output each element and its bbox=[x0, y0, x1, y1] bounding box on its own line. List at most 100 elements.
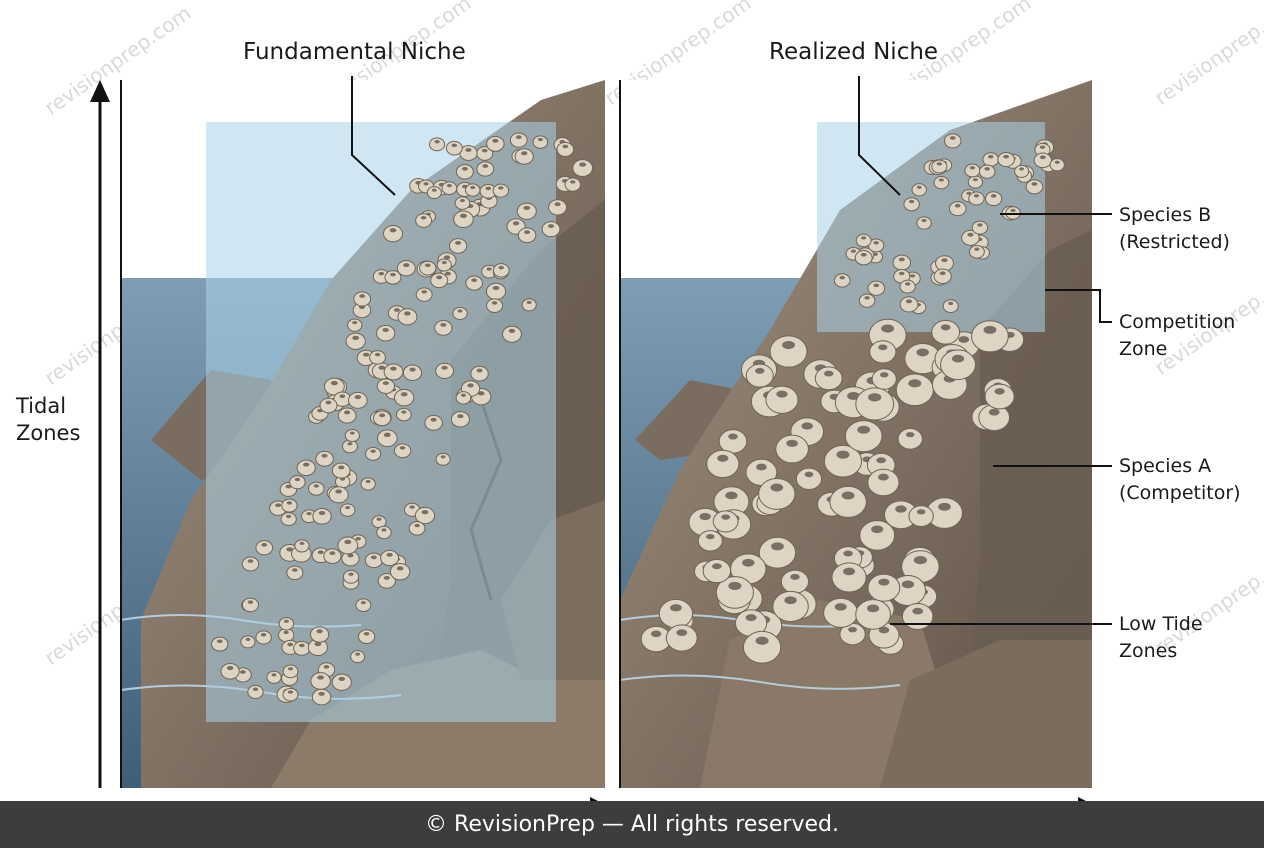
barnacle bbox=[345, 332, 366, 350]
barnacle bbox=[532, 135, 549, 149]
barnacle bbox=[282, 687, 299, 702]
barnacle bbox=[397, 308, 418, 326]
barnacle bbox=[383, 225, 404, 243]
barnacle bbox=[448, 238, 468, 254]
barnacle bbox=[301, 509, 318, 524]
barnacle bbox=[516, 202, 537, 220]
barnacle bbox=[357, 629, 376, 645]
barnacle bbox=[665, 624, 698, 652]
barnacle bbox=[266, 670, 282, 684]
barnacle bbox=[280, 512, 297, 527]
barnacle bbox=[435, 452, 451, 466]
barnacle bbox=[281, 498, 298, 513]
barnacle bbox=[765, 385, 799, 414]
barnacle bbox=[339, 503, 356, 517]
barnacle bbox=[282, 664, 299, 679]
barnacle bbox=[758, 536, 797, 569]
barnacle bbox=[893, 268, 911, 284]
barnacle bbox=[899, 296, 919, 313]
barnacle bbox=[829, 485, 867, 518]
barnacle bbox=[450, 411, 470, 428]
barnacle bbox=[323, 377, 345, 396]
barnacle bbox=[485, 282, 507, 301]
barnacle bbox=[492, 263, 510, 278]
barnacle bbox=[823, 597, 859, 628]
barnacle bbox=[415, 213, 433, 228]
barnacle bbox=[869, 340, 897, 364]
barnacle bbox=[904, 342, 941, 375]
barnacle bbox=[795, 467, 823, 491]
barnacle bbox=[344, 429, 360, 443]
label-line: Species A bbox=[1119, 455, 1212, 477]
barnacle bbox=[389, 563, 411, 581]
barnacle bbox=[436, 258, 452, 272]
fundamental-niche-illustration bbox=[121, 80, 605, 788]
barnacle bbox=[286, 565, 304, 581]
barnacle bbox=[854, 250, 873, 266]
barnacle bbox=[971, 220, 989, 235]
barnacle bbox=[541, 221, 561, 238]
barnacle bbox=[859, 520, 896, 551]
barnacle bbox=[855, 387, 895, 421]
barnacle bbox=[867, 468, 900, 497]
barnacle bbox=[408, 521, 426, 536]
barnacle bbox=[476, 161, 495, 177]
barnacle bbox=[908, 505, 934, 527]
barnacle bbox=[931, 159, 948, 174]
barnacle bbox=[369, 350, 386, 365]
barnacle bbox=[323, 548, 342, 564]
barnacle bbox=[211, 636, 229, 652]
barnacle bbox=[823, 444, 863, 478]
realized-niche-panel bbox=[620, 80, 1092, 788]
barnacle bbox=[414, 506, 436, 525]
barnacle bbox=[384, 270, 402, 285]
barnacle bbox=[312, 507, 332, 525]
fundamental-niche-panel bbox=[121, 80, 605, 788]
barnacle bbox=[517, 227, 537, 244]
barnacle bbox=[901, 550, 940, 584]
barnacle bbox=[745, 458, 778, 487]
label-line: Zone bbox=[1119, 338, 1168, 360]
barnacle bbox=[942, 299, 959, 314]
barnacle bbox=[377, 573, 396, 589]
barnacle bbox=[455, 164, 474, 180]
barnacle bbox=[296, 459, 316, 477]
barnacle bbox=[365, 446, 382, 461]
barnacle bbox=[564, 177, 581, 192]
barnacle bbox=[331, 673, 352, 691]
barnacle bbox=[1033, 152, 1052, 169]
barnacle bbox=[897, 428, 923, 450]
barnacle bbox=[971, 320, 1009, 353]
label-line: Competition bbox=[1119, 311, 1236, 333]
barnacle bbox=[255, 630, 272, 645]
barnacle bbox=[831, 562, 867, 593]
barnacle bbox=[867, 573, 901, 602]
barnacle bbox=[308, 481, 325, 496]
barnacle bbox=[476, 146, 494, 161]
barnacle bbox=[319, 397, 338, 414]
barnacle bbox=[514, 148, 534, 165]
barnacle bbox=[1025, 179, 1044, 195]
barnacle bbox=[342, 569, 360, 584]
barnacle bbox=[376, 429, 398, 448]
competition-zone-label: Competition Zone bbox=[1119, 309, 1235, 363]
barnacle bbox=[294, 539, 310, 553]
barnacle bbox=[943, 133, 962, 149]
label-line: Low Tide bbox=[1119, 613, 1203, 635]
barnacle bbox=[742, 630, 782, 664]
barnacle bbox=[933, 175, 950, 190]
barnacle bbox=[426, 186, 442, 200]
barnacle bbox=[396, 260, 416, 277]
barnacle bbox=[984, 383, 1015, 410]
barnacle bbox=[745, 363, 774, 388]
barnacle bbox=[341, 439, 358, 454]
barnacle bbox=[997, 152, 1015, 168]
label-line: (Competitor) bbox=[1119, 482, 1241, 504]
barnacle bbox=[712, 510, 739, 533]
tidal-zones-axis-label: Tidal Zones bbox=[16, 393, 80, 447]
realized-niche-illustration bbox=[620, 80, 1092, 788]
barnacle bbox=[871, 368, 897, 390]
barnacle bbox=[375, 324, 396, 342]
barnacle bbox=[548, 199, 568, 216]
barnacle bbox=[769, 335, 808, 368]
